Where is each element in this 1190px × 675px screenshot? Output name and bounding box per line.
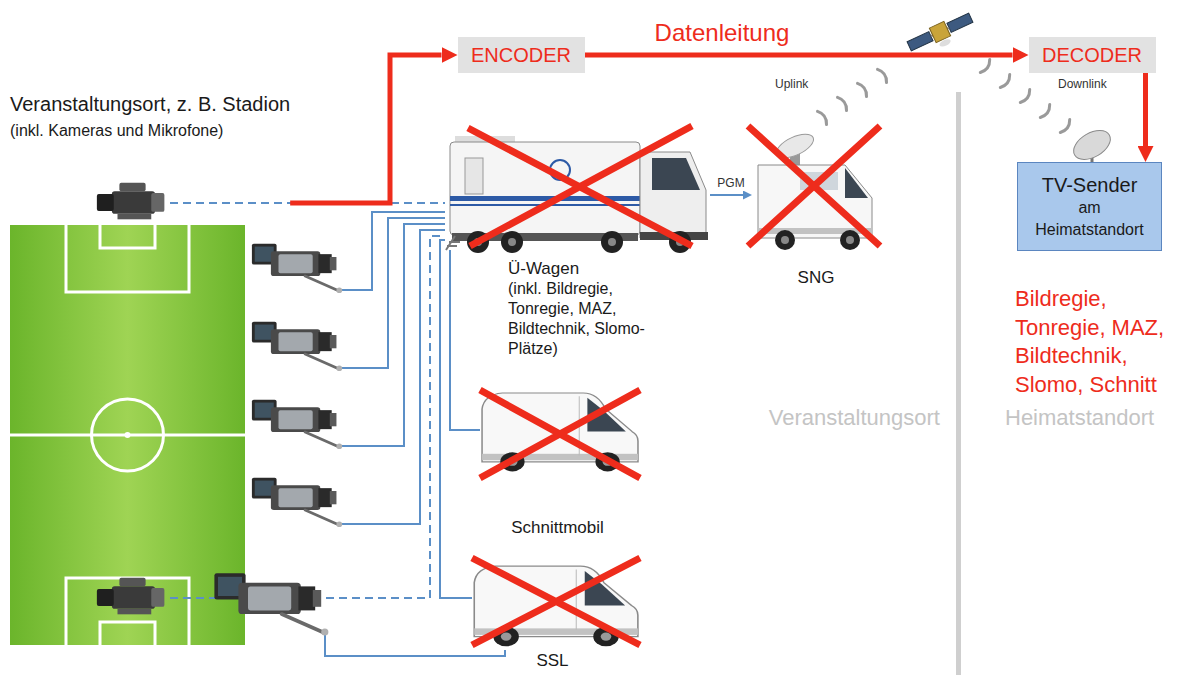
football-pitch <box>66 578 189 645</box>
cross-out <box>468 126 880 645</box>
signal-label: PGM <box>714 177 747 191</box>
sng-vehicle <box>840 230 860 250</box>
radio-wave <box>1060 120 1069 133</box>
sng-caption: SNG <box>752 268 880 288</box>
tv-station-title: TV-Sender <box>1026 173 1153 197</box>
cross-out <box>748 126 880 246</box>
ssl-van-caption: SSL <box>465 652 640 671</box>
decoder-label: DECODER <box>1042 43 1142 67</box>
football-pitch <box>92 399 164 471</box>
sng-vehicle <box>845 168 868 198</box>
radio-wave <box>1000 75 1009 88</box>
feed-line <box>290 55 441 203</box>
zone-label: Veranstaltungsort <box>769 405 940 431</box>
ob-truck <box>450 142 640 235</box>
football-pitch <box>100 225 155 248</box>
home-functions-list-holder: Bildregie, Tonregie, MAZ, Bildtechnik, S… <box>1015 285 1185 399</box>
line-label-holder: Datenleitung <box>652 19 793 47</box>
ob-truck <box>501 231 523 253</box>
tv-camera <box>97 578 165 615</box>
football-pitch <box>10 225 245 645</box>
cross-out <box>480 390 640 478</box>
venue-heading: Veranstaltungsort, z. B. Stadion <box>10 92 290 117</box>
line-label-holder: PGM <box>714 177 747 191</box>
satellite <box>947 13 973 32</box>
tv-station-location: am Heimatstandort <box>1026 197 1153 240</box>
ob-van-caption: Ü-Wagen <box>508 258 710 279</box>
football-pitch <box>100 622 155 645</box>
radio-wave <box>858 83 867 96</box>
encoder-box: ENCODER <box>458 37 585 73</box>
encoder-label: ENCODER <box>471 43 571 67</box>
ssl-van: SSL <box>465 552 640 671</box>
ob-van-details: (inkl. Bildregie, Tonregie, MAZ, Bildtec… <box>508 279 648 359</box>
camera-cable <box>170 203 505 656</box>
radio-wave <box>838 97 847 110</box>
tv-camera <box>97 183 165 220</box>
downlink-label-holder: Downlink <box>1058 77 1107 91</box>
cross-out <box>468 126 692 246</box>
tv-camera <box>97 183 342 636</box>
ob-van: Ü-Wagen(inkl. Bildregie, Tonregie, MAZ, … <box>445 140 710 359</box>
pgm-line <box>710 194 743 196</box>
tv-camera <box>252 478 342 527</box>
cross-out <box>472 558 640 645</box>
site-divider <box>956 92 961 675</box>
sng-vehicle <box>846 236 854 244</box>
radio-wave <box>980 60 989 73</box>
radio-wave <box>1040 105 1049 118</box>
camera-cable <box>450 250 480 430</box>
sng-van: SNG <box>752 130 880 288</box>
ob-truck <box>652 158 700 190</box>
tv-camera <box>252 400 342 449</box>
line-label: Datenleitung <box>652 19 793 47</box>
ob-truck <box>508 238 516 246</box>
ob-truck <box>608 238 616 246</box>
uplink-label-holder: Uplink <box>775 77 808 91</box>
camera-cable <box>170 236 445 598</box>
tv-camera <box>252 322 342 371</box>
zone-label: Heimatstandort <box>1005 405 1154 431</box>
ob-truck <box>601 231 623 253</box>
decoder-box: DECODER <box>1029 37 1156 73</box>
downlink-feed <box>1143 73 1148 146</box>
sng-vehicle <box>775 230 795 250</box>
football-pitch <box>10 225 245 645</box>
edit-van-caption: Schnittmobil <box>475 518 640 538</box>
camera-cable <box>440 240 472 598</box>
venue-area: Veranstaltungsort, z. B. Stadion (inkl. K… <box>10 92 290 645</box>
satellite <box>907 32 933 51</box>
football-pitch <box>10 225 245 645</box>
radio-wave <box>878 69 887 82</box>
satellite <box>938 38 951 49</box>
sng-vehicle <box>781 236 789 244</box>
venue-subheading: (inkl. Kameras und Mikrofone) <box>10 121 290 141</box>
uplink-label: Uplink <box>775 77 808 91</box>
downlink-label: Downlink <box>1058 77 1107 91</box>
ob-truck <box>465 158 483 194</box>
football-pitch <box>66 225 189 292</box>
zone-label-holder: Heimatstandort <box>1005 405 1154 431</box>
tv-camera <box>214 573 328 635</box>
receive-dish <box>1069 125 1116 166</box>
zone-label-holder: Veranstaltungsort <box>769 405 940 431</box>
radio-wave <box>818 111 827 124</box>
receive-dish <box>1069 125 1116 166</box>
edit-van: Schnittmobil <box>475 380 640 538</box>
tv-station-box: TV-Senderam Heimatstandort <box>1017 162 1162 251</box>
tv-camera <box>252 244 342 293</box>
data-line <box>585 53 1013 58</box>
home-functions-list: Bildregie, Tonregie, MAZ, Bildtechnik, S… <box>1015 285 1185 399</box>
radio-wave <box>1020 90 1029 103</box>
football-pitch <box>125 432 131 438</box>
ob-truck <box>446 236 460 250</box>
